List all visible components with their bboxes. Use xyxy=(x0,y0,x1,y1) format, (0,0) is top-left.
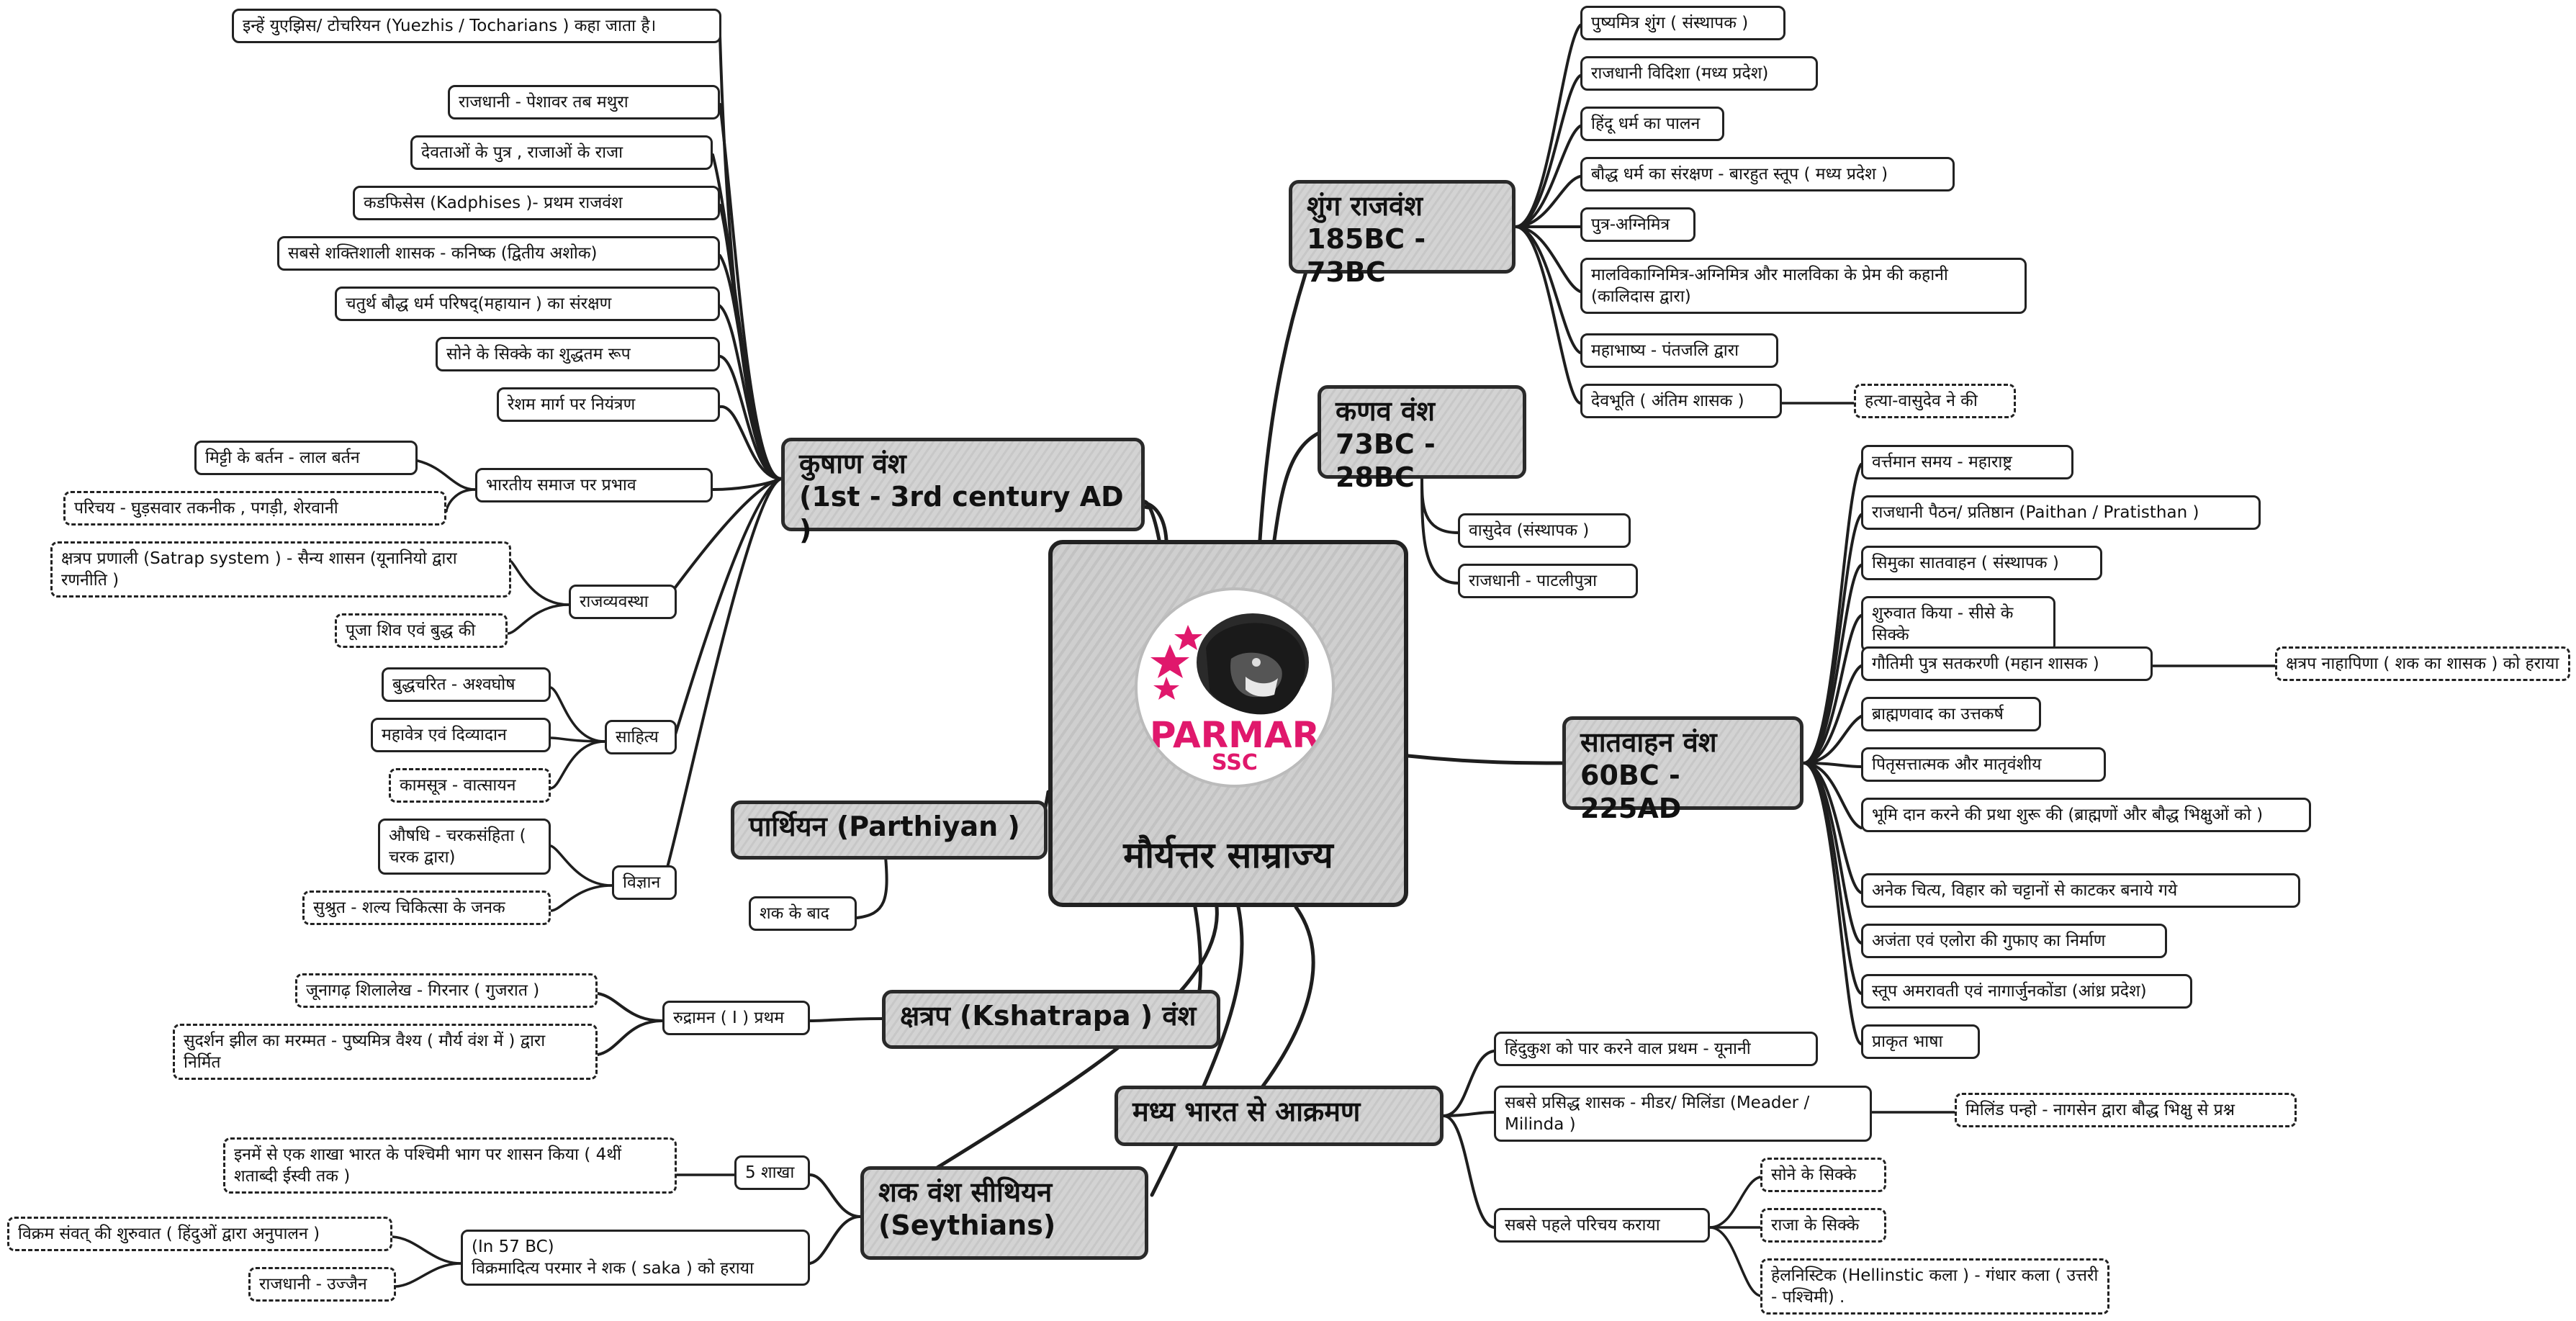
branch-shaka-subtitle: (Seythians) xyxy=(878,1209,1056,1241)
shaka-item: (In 57 BC) विक्रमादित्य परमार ने शक ( sa… xyxy=(461,1230,810,1286)
branch-parthian: पार्थियन (Parthiyan ) xyxy=(731,801,1048,860)
shaka-subitem: इनमें से एक शाखा भारत के पश्चिमी भाग पर … xyxy=(223,1137,677,1194)
kushan-item: सोने के सिक्के का शुद्धतम रूप xyxy=(436,337,720,371)
satavahana-item: वर्त्तमान समय - महाराष्ट्र xyxy=(1861,445,2073,479)
kushan-item: सबसे शक्तिशाली शासक - कनिष्क (द्वितीय अश… xyxy=(277,236,720,271)
kushan-item: रेशम मार्ग पर नियंत्रण xyxy=(497,387,720,422)
satavahana-item: सिमुका सातवाहन ( संस्थापक ) xyxy=(1861,546,2102,580)
logo-subtext: SSC xyxy=(1212,750,1258,775)
kanva-item: राजधानी - पाटलीपुत्रा xyxy=(1458,564,1638,598)
invasion-item: सबसे पहले परिचय कराया xyxy=(1494,1208,1710,1243)
kanva-item: वासुदेव (संस्थापक ) xyxy=(1458,513,1631,548)
shaka-item-year: (In 57 BC) xyxy=(472,1237,554,1256)
shunga-item: पुष्यमित्र शुंग ( संस्थापक ) xyxy=(1580,6,1785,40)
branch-shaka-title: शक वंश सीथियन xyxy=(878,1176,1053,1208)
kushan-rajya-item: क्षत्रप प्रणाली (Satrap system ) - सैन्य… xyxy=(50,541,511,598)
kushan-item: देवताओं के पुत्र , राजाओं के राजा xyxy=(410,135,713,170)
invasion-item: हिंदुकुश को पार करने वाल प्रथम - यूनानी xyxy=(1494,1032,1818,1066)
lion-icon xyxy=(1150,613,1309,715)
shaka-subitem: विक्रम संवत् की शुरुवात ( हिंदुओं द्वारा… xyxy=(7,1217,392,1251)
satavahana-item: स्तूप अमरावती एवं नागार्जुनकोंडा (आंध्र … xyxy=(1861,974,2192,1009)
kshatrapa-subitem: जूनागढ़ शिलालेख - गिरनार ( गुजरात ) xyxy=(295,973,598,1008)
center-title: मौर्यत्तर साम्राज्य xyxy=(1123,834,1333,876)
shaka-subitem: राजधानी - उज्जैन xyxy=(248,1267,396,1302)
branch-shunga-title: शुंग राजवंश xyxy=(1307,190,1423,222)
branch-shunga: शुंग राजवंश 185BC - 73BC xyxy=(1289,180,1516,288)
kushan-sahitya-item: कामसूत्र - वात्सायन xyxy=(389,768,551,803)
invasion-subitem: राजा के सिक्के xyxy=(1760,1208,1886,1243)
kushan-item: चतुर्थ बौद्ध धर्म परिषद्(महायान ) का संर… xyxy=(335,287,720,321)
center-node: PARMAR SSC मौर्यत्तर साम्राज्य xyxy=(1048,540,1408,907)
satavahana-item: अजंता एवं एलोरा की गुफाए का निर्माण xyxy=(1861,924,2167,958)
kushan-item: इन्हें युएझिस/ टोचरियन (Yuezhis / Tochar… xyxy=(232,9,721,43)
kushan-sahitya-item: महावेत्र एवं दिव्यादान xyxy=(371,718,551,752)
satavahana-item: शुरुवात किया - सीसे के सिक्के xyxy=(1861,596,2055,652)
satavahana-item: ब्राह्मणवाद का उत्तकर्ष xyxy=(1861,697,2041,731)
branch-parthian-title: पार्थियन (Parthiyan ) xyxy=(749,811,1020,842)
branch-kushan: कुषाण वंश (1st - 3rd century AD ) xyxy=(781,438,1145,546)
shunga-item: महाभाष्य - पंतजलि द्वारा xyxy=(1580,333,1778,368)
kshatrapa-subitem: सुदर्शन झील का मरम्मत - पुष्यमित्र वैश्य… xyxy=(173,1024,598,1080)
invasion-item: सबसे प्रसिद्ध शासक - मीडर/ मिलिंडा (Mead… xyxy=(1494,1086,1872,1142)
shunga-item: हिंदू धर्म का पालन xyxy=(1580,107,1724,141)
kushan-item: राजधानी - पेशावर तब मथुरा xyxy=(448,85,720,120)
kushan-vigyan-item: औषधि - चरकसंहिता ( चरक द्वारा) xyxy=(378,819,551,875)
branch-kshatrapa-title: क्षत्रप (Kshatrapa ) वंश xyxy=(900,1000,1197,1032)
invasion-subitem: सोने के सिक्के xyxy=(1760,1158,1886,1192)
shunga-subitem: हत्या-वासुदेव ने की xyxy=(1854,384,2016,418)
branch-shunga-period: 185BC - 73BC xyxy=(1307,223,1426,288)
logo-text: PARMAR xyxy=(1149,714,1320,756)
branch-kshatrapa: क्षत्रप (Kshatrapa ) वंश xyxy=(882,990,1220,1049)
branch-kanva-title: कणव वंश xyxy=(1336,395,1435,427)
kushan-vigyan-item: सुश्रुत - शल्य चिकित्सा के जनक xyxy=(302,891,551,925)
shaka-item-text: विक्रमादित्य परमार ने शक ( saka ) को हरा… xyxy=(472,1259,754,1278)
satavahana-item: अनेक चित्य, विहार को चट्टानों से काटकर ब… xyxy=(1861,873,2300,908)
branch-satavahana-period: 60BC - 225AD xyxy=(1580,759,1682,824)
kshatrapa-item: रुद्रामन ( I ) प्रथम xyxy=(662,1001,810,1035)
shunga-item: बौद्ध धर्म का संरक्षण - बारहुत स्तूप ( म… xyxy=(1580,157,1955,191)
kushan-item-vigyan: विज्ञान xyxy=(612,865,677,900)
satavahana-item: राजधानी पैठन/ प्रतिष्ठान (Paithan / Prat… xyxy=(1861,495,2261,530)
shaka-item: 5 शाखा xyxy=(734,1155,810,1190)
satavahana-item: पितृसत्तात्मक और मातृवंशीय xyxy=(1861,747,2106,782)
branch-invasion-title: मध्य भारत से आक्रमण xyxy=(1132,1096,1361,1127)
kushan-sahitya-item: बुद्धचरित - अश्वघोष xyxy=(382,667,551,702)
branch-shaka: शक वंश सीथियन (Seythians) xyxy=(860,1166,1148,1260)
branch-satavahana: सातवाहन वंश 60BC - 225AD xyxy=(1562,716,1803,824)
shunga-item: राजधानी विदिशा (मध्य प्रदेश) xyxy=(1580,56,1818,91)
branch-invasion: मध्य भारत से आक्रमण xyxy=(1114,1086,1444,1146)
branch-kanva-period: 73BC - 28BC xyxy=(1336,428,1436,493)
branch-kanva: कणव वंश 73BC - 28BC xyxy=(1318,385,1526,493)
kushan-item-rajyavyavastha: राजव्यवस्था xyxy=(569,585,677,619)
kushan-samaj-item: परिचय - घुड़सवार तकनीक , पगड़ी, शेरवानी xyxy=(63,491,446,526)
invasion-subitem: मिलिंड पन्हो - नागसेन द्वारा बौद्ध भिक्ष… xyxy=(1955,1093,2297,1127)
branch-kushan-period: (1st - 3rd century AD ) xyxy=(799,481,1124,546)
kushan-item: कडफिसेस (Kadphises )- प्रथम राजवंश xyxy=(353,186,720,220)
kushan-rajya-item: पूजा शिव एवं बुद्ध की xyxy=(335,613,508,648)
kushan-item-samaj: भारतीय समाज पर प्रभाव xyxy=(475,468,713,502)
kushan-samaj-item: मिट्टी के बर्तन - लाल बर्तन xyxy=(194,441,418,475)
branch-kushan-title: कुषाण वंश xyxy=(799,448,906,479)
satavahana-subitem: क्षत्रप नाहापिणा ( शक का शासक ) को हराया xyxy=(2275,646,2570,681)
shunga-item: देवभूति ( अंतिम शासक ) xyxy=(1580,384,1782,418)
satavahana-item: गौतिमी पुत्र सतकरणी (महान शासक ) xyxy=(1861,646,2153,681)
kushan-item-sahitya: साहित्य xyxy=(605,720,677,754)
shunga-item: पुत्र-अग्निमित्र xyxy=(1580,207,1695,242)
shunga-item: मालविकाग्निमित्र-अग्निमित्र और मालविका क… xyxy=(1580,258,2027,314)
parmar-ssc-logo: PARMAR SSC xyxy=(1135,587,1335,788)
invasion-subitem: हेलनिस्टिक (Hellinstic कला ) - गंधार कला… xyxy=(1760,1258,2109,1315)
satavahana-item: प्राकृत भाषा xyxy=(1861,1024,1980,1059)
parthian-item: शक के बाद xyxy=(749,896,857,931)
branch-satavahana-title: सातवाहन वंश xyxy=(1580,726,1717,758)
satavahana-item: भूमि दान करने की प्रथा शुरू की (ब्राह्मण… xyxy=(1861,798,2311,832)
